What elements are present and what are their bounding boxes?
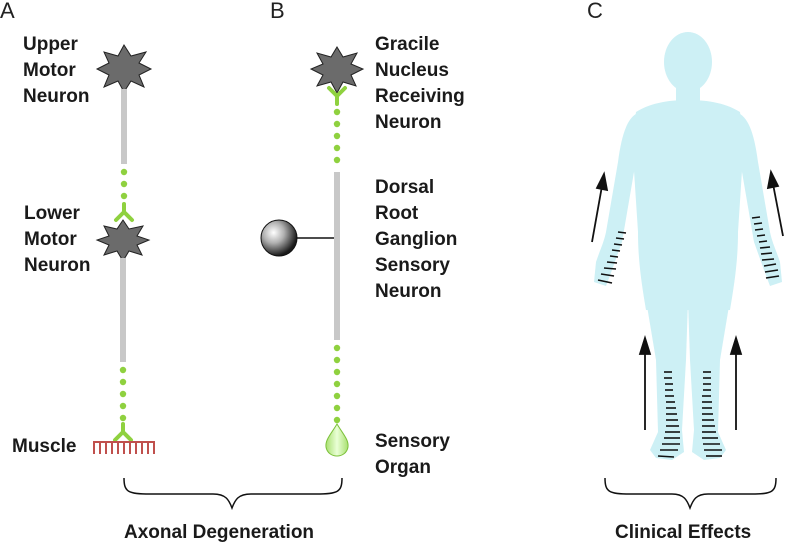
panel-letter-a: A [0,0,15,23]
drg-neuron-label: Dorsal Root Ganglion Sensory Neuron [375,175,457,305]
drg-axon [334,172,340,340]
muscle-fibers-icon [93,441,155,454]
drg-neuron-label-line: Root [375,203,419,224]
upper-synapse-terminal-icon [114,202,134,222]
upper-motor-neuron-soma-icon [95,44,153,93]
right-leg-hatch-marks [702,371,722,457]
gracile-neuron-label-line: Gracile [375,34,440,55]
left-hand-hatch-marks [597,231,627,284]
upper-motor-neuron-label: Upper Motor Neuron [23,32,90,110]
clinical-effects-bracket [604,477,777,511]
right-hand-hatch-marks [751,216,780,279]
right-arm-arrow [772,183,784,237]
sensory-organ-label: Sensory Organ [375,429,450,481]
sensory-organ-icon [325,423,349,457]
gracile-neuron-label-line: Neuron [375,112,442,133]
gracile-synapse-terminal-icon [327,86,347,106]
muscle-label: Muscle [12,436,77,457]
drg-cell-body-icon [260,219,298,257]
axonal-degeneration-bracket [123,477,343,511]
upper-motor-axon [121,89,127,164]
left-arm-arrow [591,185,603,243]
panel-letter-b: B [270,0,285,23]
sensory-organ-label-line: Organ [375,457,431,478]
lower-motor-neuron-label: Lower Motor Neuron [24,201,91,279]
clinical-effects-caption: Clinical Effects [615,522,752,543]
lower-motor-neuron-label-line: Neuron [24,255,91,276]
gracile-neuron-label-line: Receiving [375,86,465,107]
upper-axon-degeneration-dots [120,168,128,200]
drg-neuron-label-line: Dorsal [375,177,435,198]
gracile-neuron-soma-icon [309,46,365,95]
lower-axon-degeneration-dots [119,366,127,422]
lower-motor-neuron-label-line: Motor [24,229,77,250]
lower-motor-neuron-soma-icon [95,219,151,262]
lower-motor-neuron-label-line: Lower [24,203,80,224]
sensory-organ-label-line: Sensory [375,431,450,452]
drg-neuron-label-line: Neuron [375,281,442,302]
left-leg-arrowhead-icon [638,334,652,355]
gracile-neuron-label-line: Nucleus [375,60,449,81]
upper-motor-neuron-label-line: Upper [23,34,78,55]
panel-a-lower-neuron [95,219,151,362]
human-body-silhouette [594,32,782,460]
panel-letter-c: C [587,0,603,23]
drg-neuron-label-line: Ganglion [375,229,458,250]
progression-arrows [591,169,784,430]
lower-motor-axon [120,258,126,362]
left-leg-hatch-marks [657,371,680,458]
axonal-degeneration-caption: Axonal Degeneration [124,522,315,543]
drg-neuron-label-line: Sensory [375,255,450,276]
neuromuscular-junction-icon [113,422,133,442]
gracile-neuron-label: Gracile Nucleus Receiving Neuron [375,32,465,136]
right-leg-arrowhead-icon [729,334,743,355]
panel-a-upper-neuron [95,44,153,164]
left-arm-arrowhead-icon [595,171,609,192]
upper-motor-neuron-label-line: Neuron [23,86,90,107]
right-arm-arrowhead-icon [766,169,780,190]
central-axon-degeneration-dots [333,108,341,164]
upper-motor-neuron-label-line: Motor [23,60,76,81]
peripheral-axon-degeneration-dots [333,344,341,424]
